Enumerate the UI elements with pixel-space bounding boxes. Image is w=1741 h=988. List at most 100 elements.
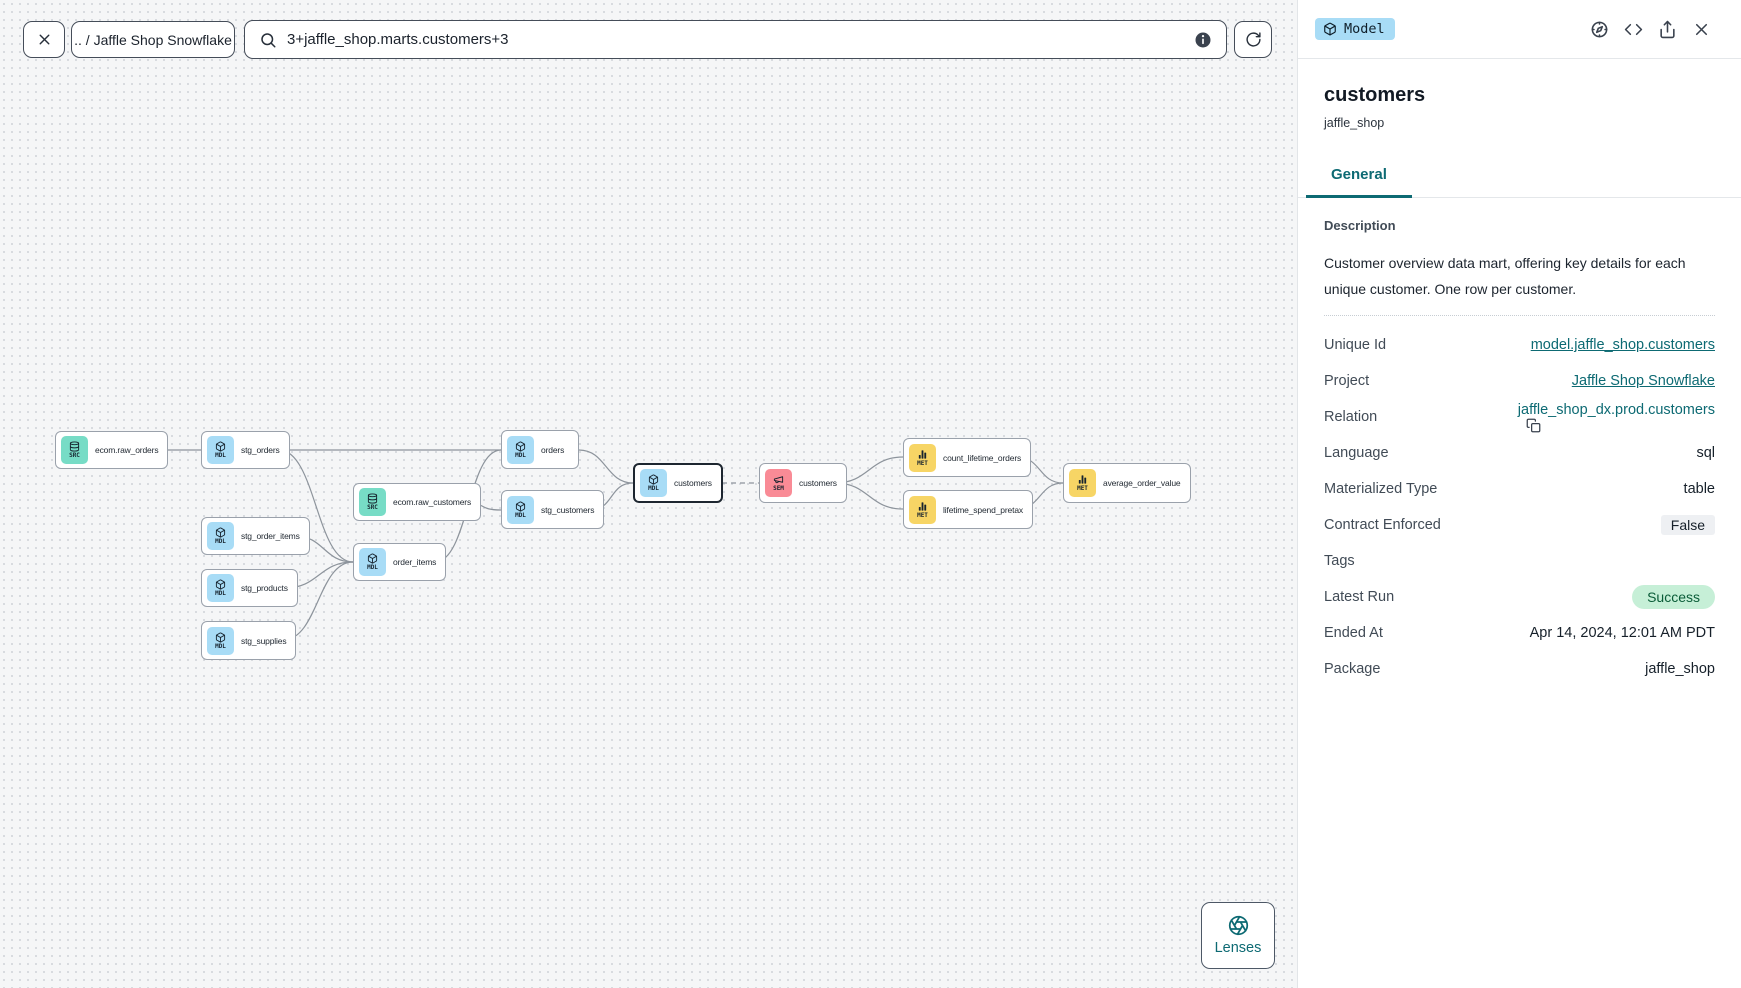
- dag-node-orders[interactable]: MDL orders: [501, 430, 579, 469]
- node-label: order_items: [393, 557, 437, 567]
- field-row-project: Project Jaffle Shop Snowflake: [1324, 363, 1715, 399]
- node-label: ecom.raw_customers: [393, 497, 472, 507]
- node-label: orders: [541, 444, 565, 455]
- node-label: stg_orders: [241, 445, 280, 455]
- cube-icon: [1323, 22, 1337, 36]
- field-row-materialized-type: Materialized Type table: [1324, 471, 1715, 507]
- field-label: Latest Run: [1324, 589, 1395, 605]
- title-block: customers jaffle_shop: [1298, 59, 1741, 130]
- field-value: sql: [1696, 445, 1715, 461]
- close-lineage-button[interactable]: [23, 21, 65, 58]
- cube-icon: MDL: [507, 435, 534, 464]
- dag-node-order_items[interactable]: MDL order_items: [353, 543, 447, 581]
- field-label: Ended At: [1324, 625, 1383, 641]
- code-icon: [1624, 20, 1643, 39]
- megaphone-icon: SEM: [765, 469, 792, 497]
- field-row-latest-run: Latest Run Success: [1324, 579, 1715, 615]
- dag-node-stg_customers[interactable]: MDL stg_customers: [501, 490, 605, 529]
- explore-icon: [1590, 20, 1609, 39]
- dag-edge: [578, 449, 634, 484]
- search-icon: [259, 31, 277, 49]
- field-label: Language: [1324, 445, 1389, 461]
- field-value: jaffle_shop_dx.prod.customers: [1518, 402, 1715, 433]
- resource-type-badge: Model: [1315, 18, 1395, 40]
- cube-icon: MDL: [207, 436, 234, 464]
- field-value: Apr 14, 2024, 12:01 AM PDT: [1529, 625, 1715, 641]
- search-input[interactable]: [287, 31, 1184, 48]
- tab-general[interactable]: General: [1306, 166, 1412, 198]
- database-icon: SRC: [359, 488, 386, 516]
- lineage-search-bar: [244, 20, 1227, 59]
- bar-chart-icon: MET: [909, 495, 936, 524]
- value-badge: False: [1660, 515, 1715, 535]
- dag-node-customers[interactable]: MDL customers: [633, 463, 723, 503]
- field-value[interactable]: model.jaffle_shop.customers: [1530, 337, 1715, 353]
- node-label: average_order_value: [1103, 478, 1181, 488]
- close-icon: [36, 31, 53, 48]
- dag-edge: [278, 449, 354, 563]
- page-title: customers: [1324, 84, 1426, 106]
- dag-node-stg_order_items[interactable]: MDL stg_order_items: [201, 517, 310, 555]
- node-label: stg_supplies: [241, 635, 287, 646]
- field-label: Tags: [1324, 553, 1355, 569]
- cube-icon: MDL: [207, 626, 234, 655]
- dag-node-ecom-raw_customers[interactable]: SRC ecom.raw_customers: [353, 483, 482, 521]
- field-label: Project: [1324, 373, 1370, 389]
- close-button[interactable]: [1692, 20, 1711, 39]
- node-label: stg_order_items: [241, 531, 300, 541]
- description-label: Description: [1324, 218, 1396, 233]
- close-icon: [1692, 20, 1711, 39]
- cube-icon: MDL: [207, 574, 234, 602]
- dag-node-stg_supplies[interactable]: MDL stg_supplies: [201, 621, 297, 660]
- refresh-button[interactable]: [1234, 21, 1272, 58]
- explore-button[interactable]: [1590, 20, 1609, 39]
- node-label: stg_customers: [541, 504, 595, 515]
- field-value[interactable]: Jaffle Shop Snowflake: [1571, 373, 1715, 389]
- field-value: Success: [1632, 585, 1715, 609]
- field-label: Package: [1324, 661, 1381, 677]
- refresh-icon: [1245, 31, 1262, 48]
- field-value: jaffle_shop: [1645, 661, 1715, 677]
- info-icon[interactable]: [1194, 31, 1212, 49]
- share-button[interactable]: [1658, 20, 1677, 39]
- field-row-package: Package jaffle_shop: [1324, 651, 1715, 687]
- package-subtitle: jaffle_shop: [1324, 116, 1385, 130]
- resource-type-label: Model: [1344, 21, 1385, 37]
- code-button[interactable]: [1624, 20, 1643, 39]
- aperture-icon: [1228, 915, 1249, 936]
- field-label: Relation: [1324, 409, 1378, 425]
- field-value: False: [1660, 515, 1715, 535]
- field-label: Materialized Type: [1324, 481, 1438, 497]
- field-row-tags: Tags: [1324, 543, 1715, 579]
- panel-actions: [1590, 20, 1711, 39]
- lenses-label: Lenses: [1214, 940, 1262, 956]
- cube-icon: MDL: [640, 469, 667, 497]
- cube-icon: MDL: [207, 522, 234, 550]
- node-label: customers: [674, 478, 712, 488]
- dag-node-stg_orders[interactable]: MDL stg_orders: [201, 431, 290, 469]
- bar-chart-icon: MET: [909, 443, 936, 472]
- status-badge: Success: [1632, 585, 1715, 609]
- field-value: table: [1683, 481, 1715, 497]
- cube-icon: MDL: [359, 548, 386, 576]
- dotted-separator: [1324, 315, 1715, 316]
- lenses-button[interactable]: Lenses: [1201, 902, 1275, 969]
- copy-icon[interactable]: [1526, 418, 1541, 433]
- cube-icon: MDL: [507, 495, 534, 524]
- panel-body: Description Customer overview data mart,…: [1298, 198, 1741, 687]
- breadcrumb[interactable]: .. / Jaffle Shop Snowflake: [71, 21, 235, 58]
- share-icon: [1658, 20, 1677, 39]
- panel-header: Model: [1298, 0, 1741, 59]
- details-panel: Model customers jaffle_shop General Desc…: [1297, 0, 1741, 988]
- database-icon: SRC: [61, 436, 88, 464]
